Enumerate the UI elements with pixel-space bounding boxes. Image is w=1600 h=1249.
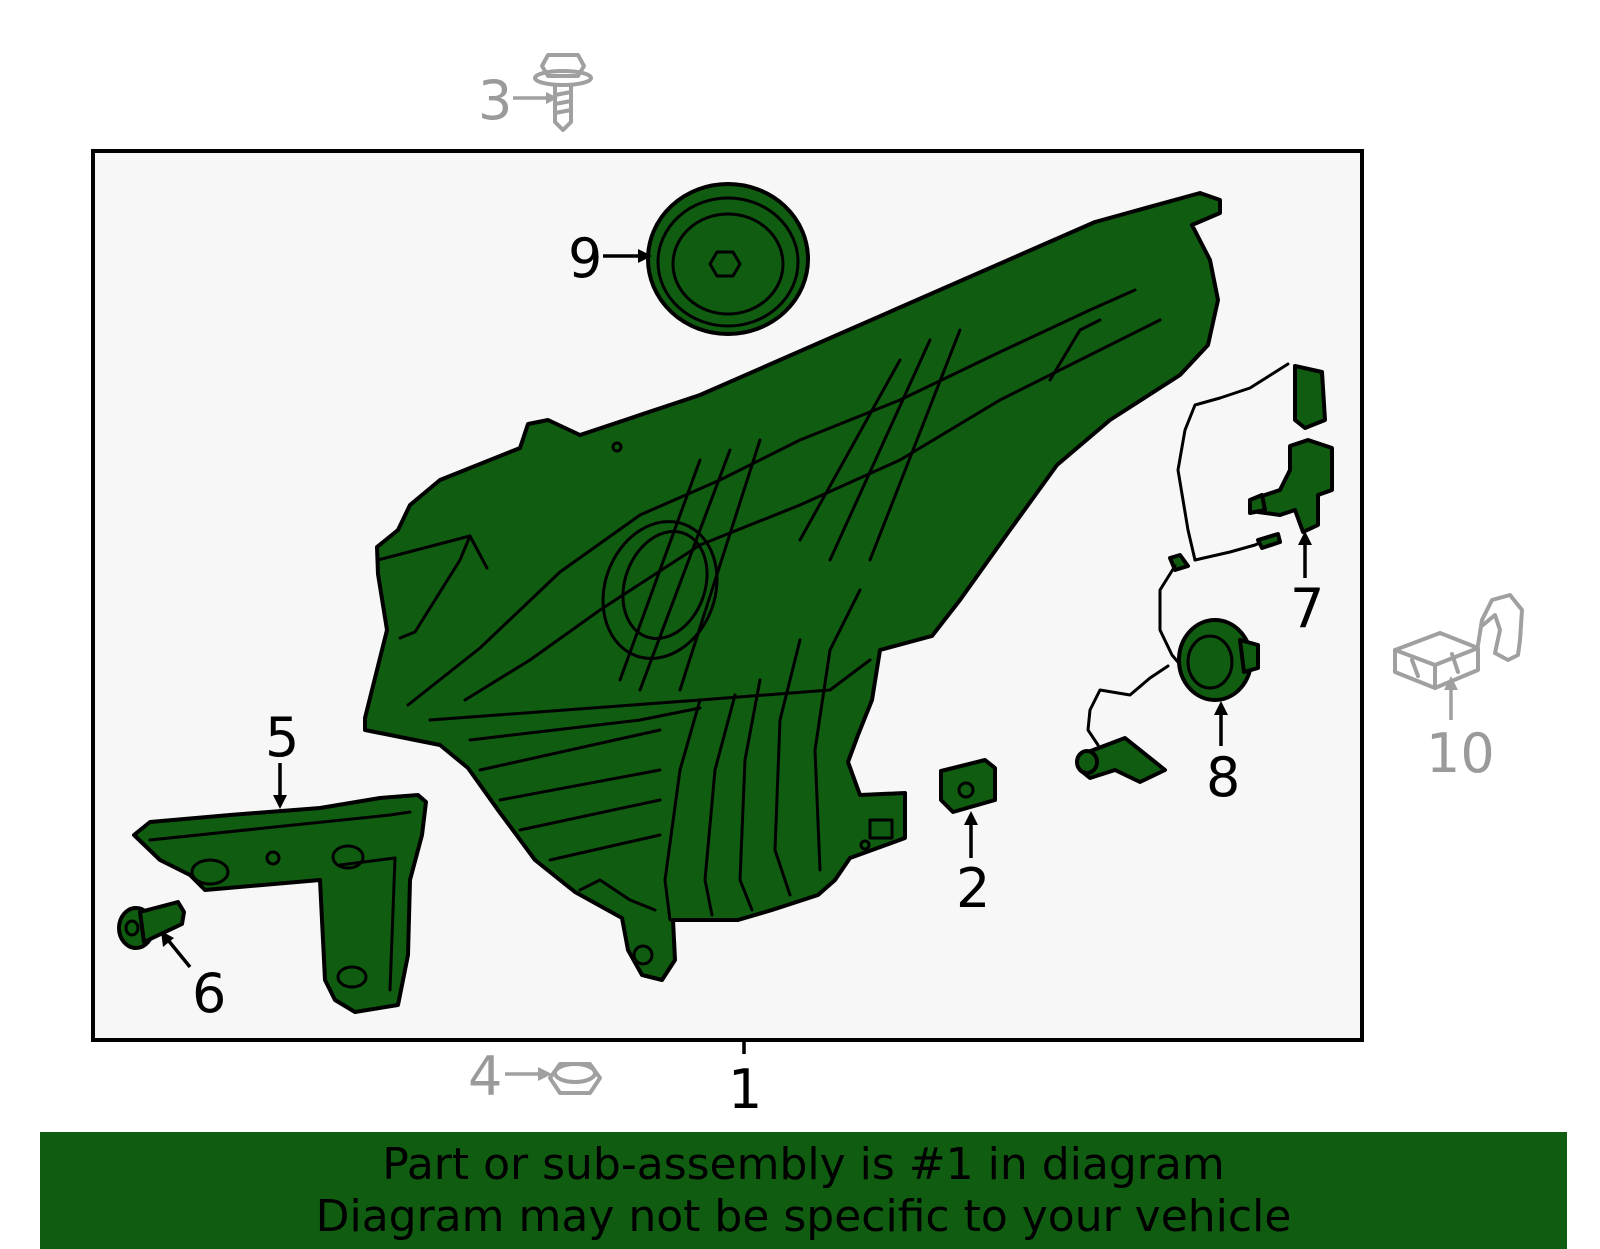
arrow-7-head: [1298, 531, 1312, 545]
arrow-2-head: [964, 811, 978, 825]
headlamp-assembly-icon[interactable]: [363, 191, 1222, 982]
callout-1[interactable]: 1: [728, 1058, 762, 1121]
callout-8[interactable]: 8: [1206, 746, 1240, 809]
callout-2[interactable]: 2: [956, 857, 990, 920]
callout-7[interactable]: 7: [1290, 577, 1324, 640]
callout-5[interactable]: 5: [265, 706, 299, 769]
arrow-6-head: [161, 931, 174, 947]
arrow-10-head: [1444, 676, 1458, 690]
callout-4[interactable]: 4: [468, 1045, 502, 1108]
callout-10[interactable]: 10: [1426, 722, 1495, 785]
arrow-5-head: [273, 795, 287, 809]
wiring-harness-icon[interactable]: [1075, 553, 1260, 784]
callout-3[interactable]: 3: [478, 69, 512, 132]
footer-banner: Part or sub-assembly is #1 in diagram Di…: [40, 1132, 1567, 1249]
nut-icon[interactable]: [548, 1062, 602, 1095]
cap-icon[interactable]: [646, 182, 810, 336]
screw-icon[interactable]: [117, 900, 186, 950]
footer-line-1: Part or sub-assembly is #1 in diagram: [382, 1138, 1225, 1190]
arrow-9-head: [638, 249, 652, 263]
connector-icon[interactable]: [1393, 593, 1524, 690]
arrow-8-head: [1214, 701, 1228, 715]
bulb-socket-icon[interactable]: [1176, 362, 1334, 562]
arrow-4-head: [538, 1067, 552, 1081]
clip-icon[interactable]: [939, 758, 997, 814]
callout-9[interactable]: 9: [568, 227, 602, 290]
bolt-icon[interactable]: [533, 53, 593, 132]
arrow-6: [166, 938, 192, 969]
arrow-3-head: [546, 92, 558, 104]
footer-line-2: Diagram may not be specific to your vehi…: [315, 1190, 1292, 1242]
callout-6[interactable]: 6: [192, 962, 226, 1025]
bracket-icon[interactable]: [132, 793, 428, 1014]
